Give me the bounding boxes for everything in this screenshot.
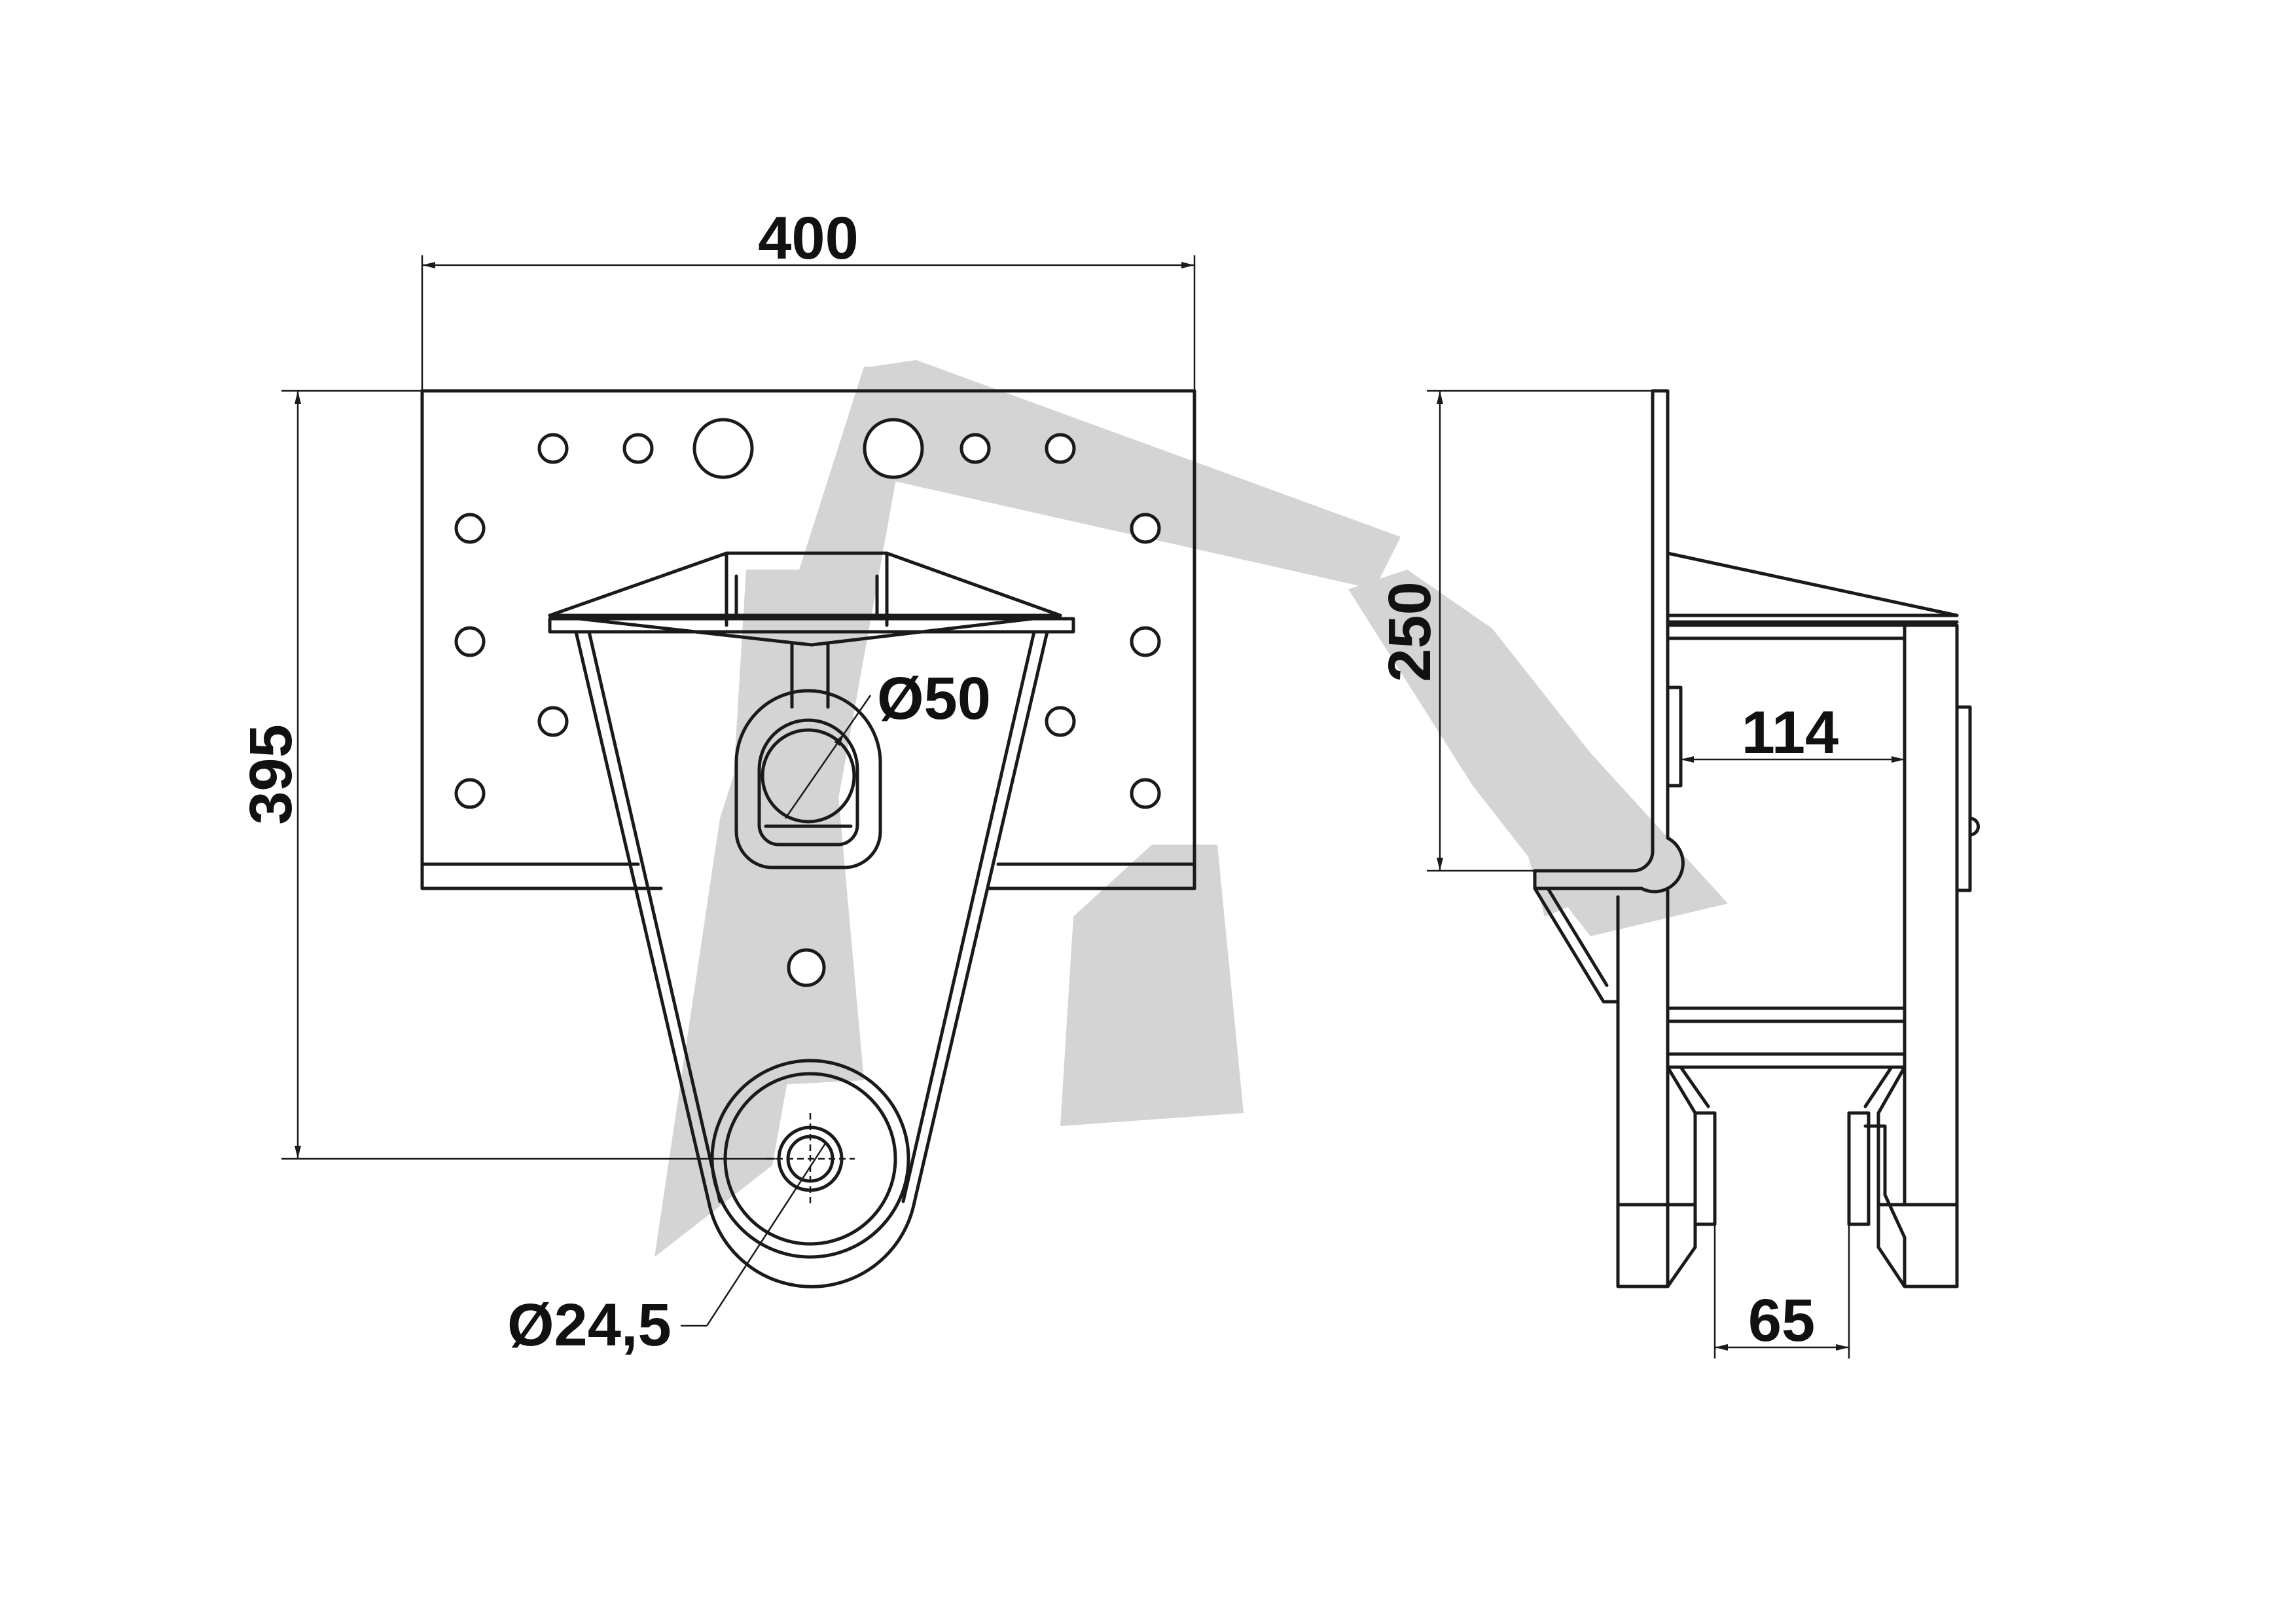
slot-diameter-label: Ø50 bbox=[877, 665, 991, 732]
dimension-114-label: 114 bbox=[1742, 699, 1839, 766]
dimension-395: 395 bbox=[238, 390, 776, 1160]
side-gusset bbox=[1666, 551, 1959, 617]
side-foot-gusset bbox=[1533, 886, 1620, 1004]
side-view: 250 114 65 bbox=[1376, 389, 1980, 1359]
watermark-logo bbox=[655, 360, 1728, 1257]
inner-tube bbox=[1666, 636, 1907, 1069]
bearing-pad-left bbox=[1666, 685, 1683, 788]
pin-diameter-callout: Ø24,5 bbox=[507, 1142, 827, 1359]
dimension-400: 400 bbox=[421, 205, 1196, 391]
front-view: 400 395 Ø50 Ø24,5 bbox=[238, 205, 1196, 1359]
dimension-400-label: 400 bbox=[758, 205, 859, 272]
crossbar bbox=[548, 617, 1075, 634]
vertical-plate bbox=[1533, 389, 1685, 894]
fork-left bbox=[1666, 1065, 1697, 1288]
dimension-250: 250 bbox=[1376, 390, 1653, 872]
dimension-395-label: 395 bbox=[238, 724, 304, 825]
dimension-65-label: 65 bbox=[1748, 1287, 1815, 1354]
slot-diameter-callout: Ø50 bbox=[784, 665, 991, 819]
pin-diameter-label: Ø24,5 bbox=[507, 1292, 672, 1359]
dimension-250-label: 250 bbox=[1376, 581, 1443, 682]
dimension-114: 114 bbox=[1681, 699, 1905, 766]
slot bbox=[734, 689, 882, 869]
dimension-65: 65 bbox=[1713, 1224, 1850, 1359]
mounting-holes bbox=[454, 418, 1161, 987]
tapered-arm bbox=[574, 630, 1049, 1288]
fork-right bbox=[1876, 1065, 1907, 1288]
bearing-pad-right bbox=[1955, 705, 1972, 892]
